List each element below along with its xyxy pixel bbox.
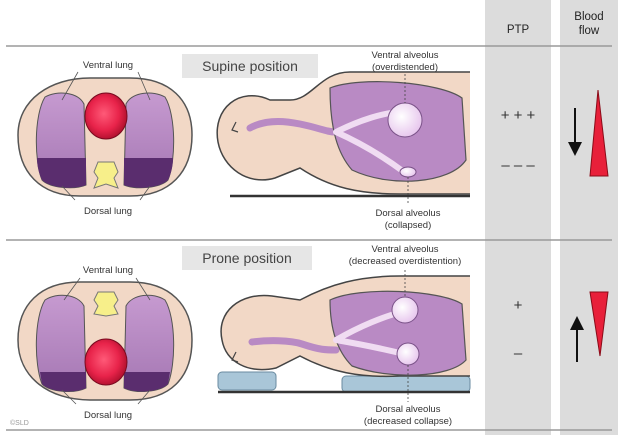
prone-head-support — [218, 372, 276, 390]
blood-flow-header-line2: flow — [579, 25, 600, 37]
supine-ventral-alveolus-label-2: (overdistended) — [372, 62, 438, 73]
supine-dorsal-alveolus — [400, 167, 416, 177]
prone-ventral-alveolus-label-1: Ventral alveolus — [371, 244, 438, 255]
prone-dorsal-alveolus — [397, 343, 419, 365]
prone-dorsal-alveolus-label-1: Dorsal alveolus — [376, 404, 441, 415]
supine-ptp-bottom: – – – — [501, 157, 535, 174]
prone-title: Prone position — [202, 250, 292, 266]
prone-ventral-alveolus — [392, 297, 418, 323]
prone-ptp-bottom: – — [514, 345, 523, 362]
ptp-column-bg — [485, 0, 551, 435]
prone-ventral-lung-label: Ventral lung — [83, 265, 133, 276]
prone-chest-cross-section: Ventral lung Dorsal lung — [18, 265, 192, 421]
prone-heart — [85, 339, 127, 385]
supine-title: Supine position — [202, 58, 298, 74]
prone-ptp-top: + — [514, 297, 523, 314]
ptp-header: PTP — [507, 24, 530, 36]
copyright-mark: ©SLD — [10, 419, 29, 427]
blood-flow-header-line1: Blood — [574, 11, 603, 23]
prone-dorsal-lung-label: Dorsal lung — [84, 410, 132, 421]
prone-ventral-alveolus-label-2: (decreased overdistention) — [349, 256, 461, 267]
supine-ventral-alveolus-label-1: Ventral alveolus — [371, 50, 438, 61]
supine-spine — [94, 162, 118, 188]
supine-dorsal-alveolus-label-2: (collapsed) — [385, 220, 431, 231]
supine-ptp-top: + + + — [501, 107, 536, 124]
supine-ventral-alveolus — [388, 103, 422, 137]
prone-spine — [94, 292, 118, 316]
supine-heart — [85, 93, 127, 139]
prone-body-side-view: Ventral alveolus (decreased overdistenti… — [218, 244, 470, 427]
supine-chest-cross-section: Ventral lung Dorsal lung — [18, 60, 192, 217]
blood-flow-column-bg — [560, 0, 618, 435]
supine-ventral-lung-label: Ventral lung — [83, 60, 133, 71]
prone-chest-support — [342, 376, 470, 392]
prone-dorsal-alveolus-label-2: (decreased collapse) — [364, 416, 452, 427]
supine-dorsal-alveolus-label-1: Dorsal alveolus — [376, 208, 441, 219]
supine-dorsal-lung-label: Dorsal lung — [84, 206, 132, 217]
